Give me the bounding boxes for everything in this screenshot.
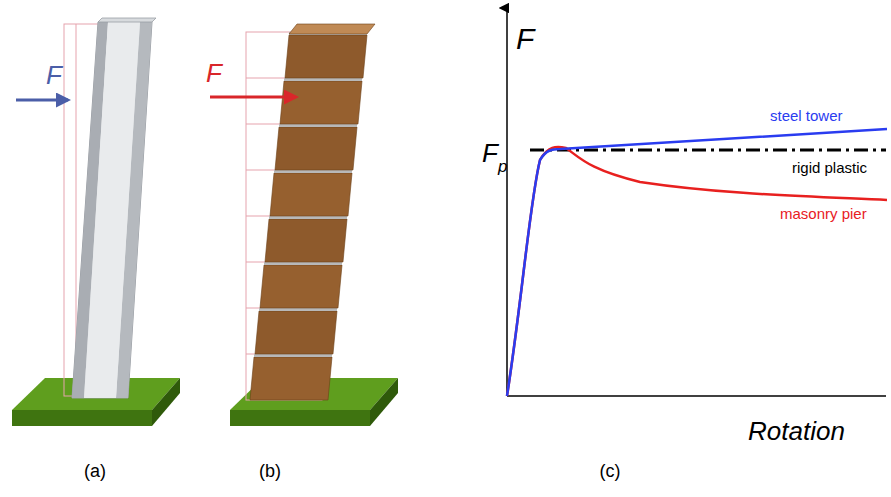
- masonry-curve: [507, 147, 887, 396]
- brick: [285, 35, 367, 78]
- axis-value-subscript: p: [498, 158, 507, 175]
- axis-label: Rotation: [748, 418, 845, 444]
- force-arrow: [16, 99, 68, 102]
- mortar-joint: [264, 262, 342, 265]
- panel-label: (a): [84, 462, 106, 480]
- steel-curve: [507, 129, 887, 396]
- brick: [255, 311, 337, 354]
- curve-label: rigid plastic: [792, 160, 867, 175]
- force-label: F: [46, 62, 62, 88]
- brick: [275, 127, 357, 170]
- mortar-joint: [284, 78, 362, 81]
- brick: [265, 219, 347, 262]
- force-label: F: [206, 60, 222, 86]
- axis-label: F: [516, 24, 534, 54]
- panel-label: (c): [600, 462, 621, 480]
- force-arrow: [210, 96, 296, 99]
- brick: [280, 81, 362, 124]
- curve-label: masonry pier: [780, 206, 867, 221]
- brick: [270, 173, 352, 216]
- plastic-limit-line: [530, 149, 886, 152]
- steel-column: [72, 18, 156, 398]
- chart: [507, 8, 887, 396]
- x-axis: [507, 395, 886, 397]
- mortar-joint: [279, 124, 357, 127]
- mortar-joint: [269, 216, 347, 219]
- mortar-joint: [259, 308, 337, 311]
- axis-value: F: [482, 140, 498, 166]
- mortar-joint: [254, 354, 332, 357]
- masonry-pier: [250, 24, 375, 400]
- mortar-joint: [274, 170, 352, 173]
- y-axis: [506, 8, 508, 396]
- curve-label: steel tower: [770, 108, 843, 123]
- brick: [250, 357, 332, 400]
- panel-label: (b): [259, 462, 281, 480]
- brick: [260, 265, 342, 308]
- brick-top: [289, 24, 375, 34]
